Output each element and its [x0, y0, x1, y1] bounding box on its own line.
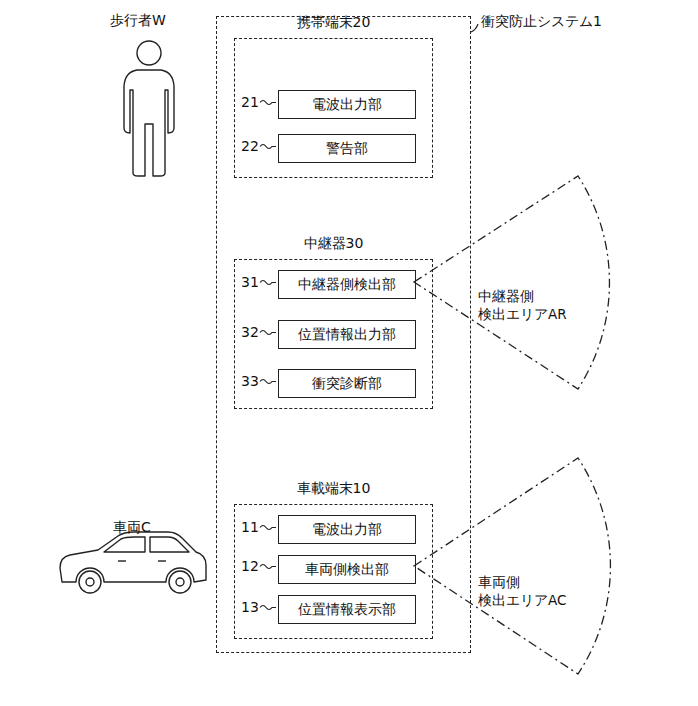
area-outline: [414, 170, 584, 395]
callout-number: 11: [241, 519, 259, 536]
leader-line: [471, 24, 478, 32]
box-label: 位置情報出力部: [298, 326, 396, 343]
group-heading: 携帯端末20: [235, 14, 432, 31]
group-heading: 車載端末10: [235, 480, 432, 497]
area-label: 中継器側 検出エリアAR: [478, 288, 574, 323]
function-box: 中継器側検出部: [278, 270, 416, 299]
vehicle-label: 車両C: [113, 519, 151, 536]
pedestrian-label: 歩行者W: [110, 12, 166, 29]
box-label: 車両側検出部: [305, 561, 389, 578]
pedestrian-figure: [124, 41, 174, 176]
callout-leaders: [260, 101, 276, 610]
callout-number: 21: [241, 94, 259, 111]
box-label: 電波出力部: [312, 96, 382, 113]
function-box: 車両側検出部: [278, 555, 416, 584]
function-box: 電波出力部: [278, 515, 416, 544]
callout-number: 31: [241, 274, 259, 291]
callout-number: 22: [241, 138, 259, 155]
callout-number: 33: [241, 373, 259, 390]
function-box: 位置情報出力部: [278, 320, 416, 349]
device-group: 中継器30中継器側検出部位置情報出力部衝突診断部: [234, 259, 433, 409]
area-label: 車両側 検出エリアAC: [478, 574, 574, 609]
area-outline: [414, 452, 584, 680]
system-label: 衝突防止システム1: [481, 13, 602, 30]
car-figure: [60, 532, 206, 593]
box-label: 電波出力部: [312, 521, 382, 538]
box-label: 中継器側検出部: [298, 276, 396, 293]
function-box: 警告部: [278, 134, 416, 163]
box-label: 位置情報表示部: [298, 601, 396, 618]
detection-area: 車両側 検出エリアAC: [414, 452, 584, 680]
callout-number: 12: [241, 558, 259, 575]
callout-number: 32: [241, 324, 259, 341]
detection-area: 中継器側 検出エリアAR: [414, 170, 584, 395]
callout-number: 13: [241, 599, 259, 616]
device-group: 携帯端末20電波出力部警告部: [234, 38, 433, 178]
box-label: 衝突診断部: [312, 375, 382, 392]
function-box: 電波出力部: [278, 90, 416, 119]
function-box: 衝突診断部: [278, 369, 416, 398]
box-label: 警告部: [326, 140, 368, 157]
group-heading: 中継器30: [235, 235, 432, 252]
function-box: 位置情報表示部: [278, 595, 416, 624]
device-group: 車載端末10電波出力部車両側検出部位置情報表示部: [234, 504, 433, 639]
